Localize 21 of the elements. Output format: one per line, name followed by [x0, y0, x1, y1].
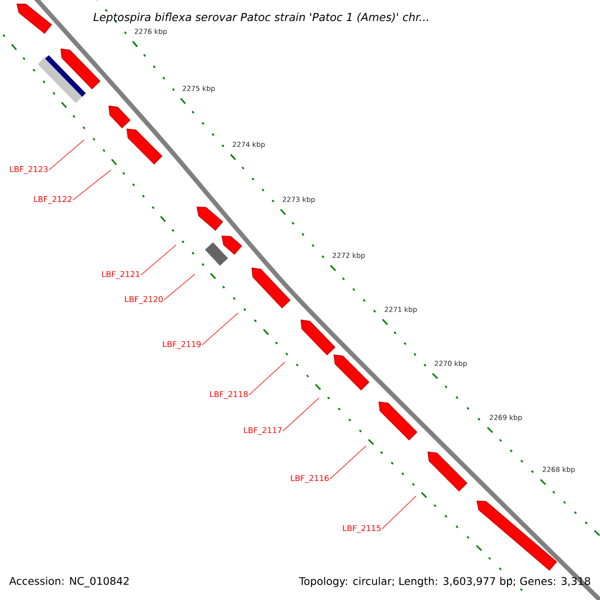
leader-line — [282, 398, 320, 432]
leader-line — [248, 362, 286, 396]
leader-line — [202, 312, 238, 346]
gene-label: LBF_2117 — [244, 427, 282, 435]
leader-line — [382, 496, 416, 530]
gene-label: LBF_2123 — [10, 166, 48, 174]
gene-label: LBF_2118 — [210, 391, 248, 399]
gene-label: LBF_2116 — [291, 475, 329, 483]
title: Leptospira biflexa serovar Patoc strain 'Patoc 1 (Ames)' chr... — [94, 12, 428, 24]
gene-label: LBF_2115 — [343, 525, 381, 533]
leader-line — [330, 446, 366, 480]
gene-label: LBF_2119 — [163, 341, 201, 349]
leader-line — [140, 244, 176, 276]
leader-line — [164, 274, 196, 300]
leader-line — [72, 170, 112, 200]
leader-line — [48, 140, 84, 170]
gene-label: LBF_2122 — [34, 196, 72, 204]
gene-label: LBF_2121 — [102, 271, 140, 279]
info-text: Topology: circular; Length: 3,603,977 bp; Genes: 3,318 — [299, 576, 590, 588]
info-text: Accession: NC_010842 — [9, 576, 129, 588]
gene-label: LBF_2120 — [125, 296, 163, 304]
